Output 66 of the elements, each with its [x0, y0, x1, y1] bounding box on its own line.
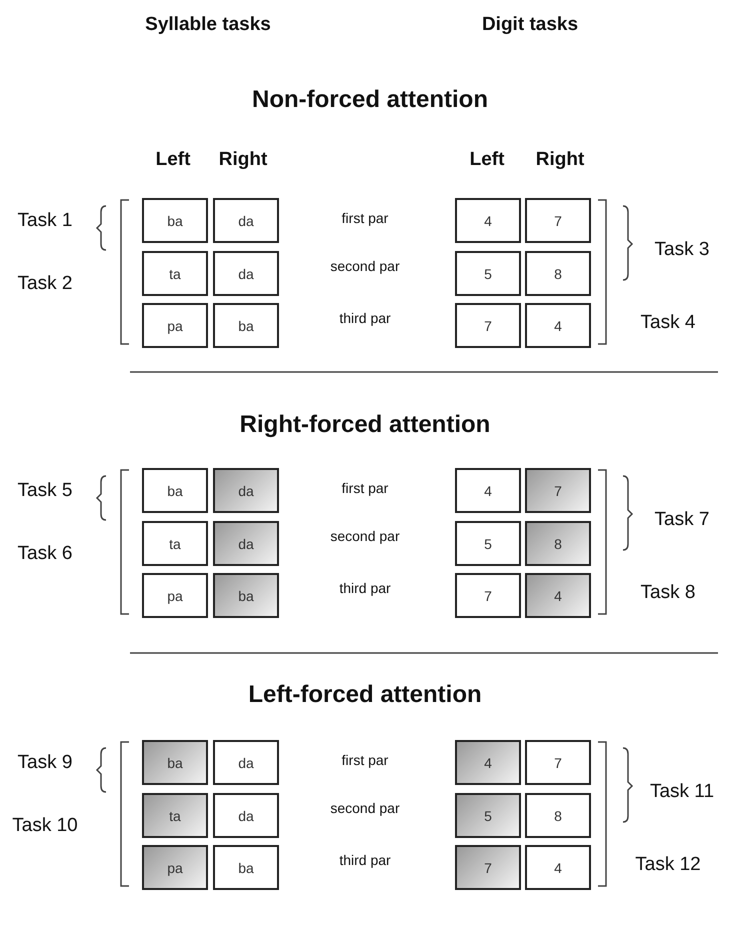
- stimulus-box: 8: [525, 793, 591, 838]
- task-label: Task 11: [650, 781, 714, 803]
- task-label: Task 9: [18, 752, 72, 774]
- row-label: second par: [330, 258, 400, 274]
- column-label: Left: [156, 149, 190, 171]
- task-label: Task 3: [654, 239, 710, 261]
- stimulus-box: ta: [142, 521, 208, 566]
- row-label: third par: [339, 852, 391, 868]
- task-label: Task 5: [18, 480, 72, 502]
- stimulus-box: ba: [213, 303, 279, 348]
- column-label: Right: [536, 149, 584, 171]
- stimulus-box: 5: [455, 521, 521, 566]
- row-label: second par: [330, 528, 400, 544]
- stimulus-box: da: [213, 793, 279, 838]
- stimulus-box: ba: [213, 845, 279, 890]
- stimulus-box: pa: [142, 303, 208, 348]
- task-label: Task 8: [640, 582, 696, 604]
- task-label: Task 7: [654, 509, 710, 531]
- task-label: Task 1: [18, 210, 72, 232]
- stimulus-box: da: [213, 198, 279, 243]
- stimulus-box: 5: [455, 793, 521, 838]
- stimulus-box: 4: [455, 468, 521, 513]
- row-label: third par: [339, 310, 391, 326]
- stimulus-box: 4: [455, 198, 521, 243]
- column-heading: Syllable tasks: [145, 14, 271, 36]
- task-label: Task 12: [635, 854, 701, 876]
- stimulus-box: 7: [525, 198, 591, 243]
- stimulus-box: 7: [525, 468, 591, 513]
- stimulus-box: da: [213, 521, 279, 566]
- stimulus-box: ta: [142, 251, 208, 296]
- stimulus-box: 4: [525, 303, 591, 348]
- task-label: Task 6: [18, 543, 72, 565]
- stimulus-box: da: [213, 251, 279, 296]
- section-heading: Right-forced attention: [240, 411, 490, 439]
- column-heading: Digit tasks: [482, 14, 578, 36]
- task-label: Task 10: [12, 815, 78, 837]
- stimulus-box: 4: [455, 740, 521, 785]
- stimulus-box: 4: [525, 573, 591, 618]
- section-heading: Left-forced attention: [248, 681, 482, 709]
- stimulus-box: 7: [455, 573, 521, 618]
- stimulus-box: ba: [142, 468, 208, 513]
- stimulus-box: ba: [142, 198, 208, 243]
- row-label: first par: [342, 752, 388, 768]
- stimulus-box: 5: [455, 251, 521, 296]
- section-heading: Non-forced attention: [252, 86, 488, 114]
- row-label: first par: [342, 210, 388, 226]
- stimulus-box: 7: [525, 740, 591, 785]
- row-label: second par: [330, 800, 400, 816]
- stimulus-box: pa: [142, 573, 208, 618]
- stimulus-box: ba: [213, 573, 279, 618]
- stimulus-box: ba: [142, 740, 208, 785]
- stimulus-box: pa: [142, 845, 208, 890]
- column-label: Left: [470, 149, 504, 171]
- stimulus-box: da: [213, 740, 279, 785]
- stimulus-box: 4: [525, 845, 591, 890]
- column-label: Right: [218, 149, 268, 171]
- stimulus-box: 7: [455, 303, 521, 348]
- stimulus-box: ta: [142, 793, 208, 838]
- task-label: Task 2: [18, 273, 72, 295]
- stimulus-box: 7: [455, 845, 521, 890]
- row-label: third par: [339, 580, 391, 596]
- stimulus-box: da: [213, 468, 279, 513]
- stimulus-box: 8: [525, 251, 591, 296]
- row-label: first par: [342, 480, 388, 496]
- task-label: Task 4: [640, 312, 696, 334]
- stimulus-box: 8: [525, 521, 591, 566]
